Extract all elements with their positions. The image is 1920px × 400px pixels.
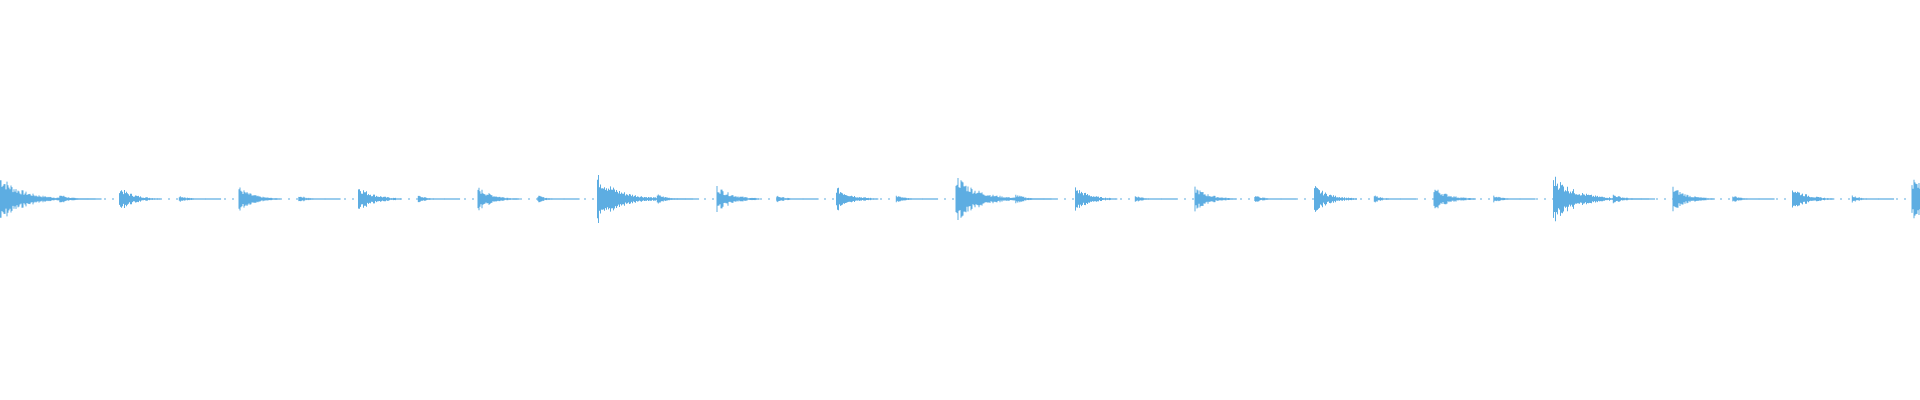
waveform-transient bbox=[1194, 186, 1237, 212]
waveform-transient bbox=[417, 195, 461, 203]
waveform-transient bbox=[656, 194, 700, 204]
waveform-transient bbox=[1911, 179, 1920, 219]
waveform-transient bbox=[836, 187, 879, 211]
waveform-transient bbox=[1254, 196, 1297, 202]
waveform-transient bbox=[1075, 187, 1118, 211]
waveform-transient bbox=[1493, 195, 1536, 203]
waveform-transient bbox=[1314, 186, 1357, 212]
waveform-transient bbox=[1792, 190, 1835, 208]
waveform-transient bbox=[178, 196, 222, 202]
waveform-transient bbox=[537, 195, 580, 203]
waveform-transient bbox=[119, 190, 162, 208]
waveform-transient bbox=[1015, 194, 1058, 204]
waveform-transient bbox=[895, 195, 939, 203]
waveform-transient bbox=[238, 187, 281, 211]
waveform-transient bbox=[1732, 196, 1775, 202]
waveform-transient bbox=[716, 186, 760, 212]
waveform-transient bbox=[1672, 186, 1715, 212]
waveform-transient bbox=[298, 196, 341, 202]
waveform-transient bbox=[1433, 189, 1476, 209]
waveform-transient bbox=[477, 187, 520, 211]
waveform-transient bbox=[358, 189, 401, 209]
waveform-transient bbox=[1612, 194, 1656, 204]
waveform-transient bbox=[59, 195, 102, 203]
waveform-transient bbox=[776, 195, 819, 203]
waveform-transient bbox=[1134, 196, 1178, 202]
waveform-transient bbox=[1373, 195, 1417, 203]
waveform-peaks bbox=[0, 175, 1920, 223]
waveform-transient bbox=[1851, 195, 1895, 203]
